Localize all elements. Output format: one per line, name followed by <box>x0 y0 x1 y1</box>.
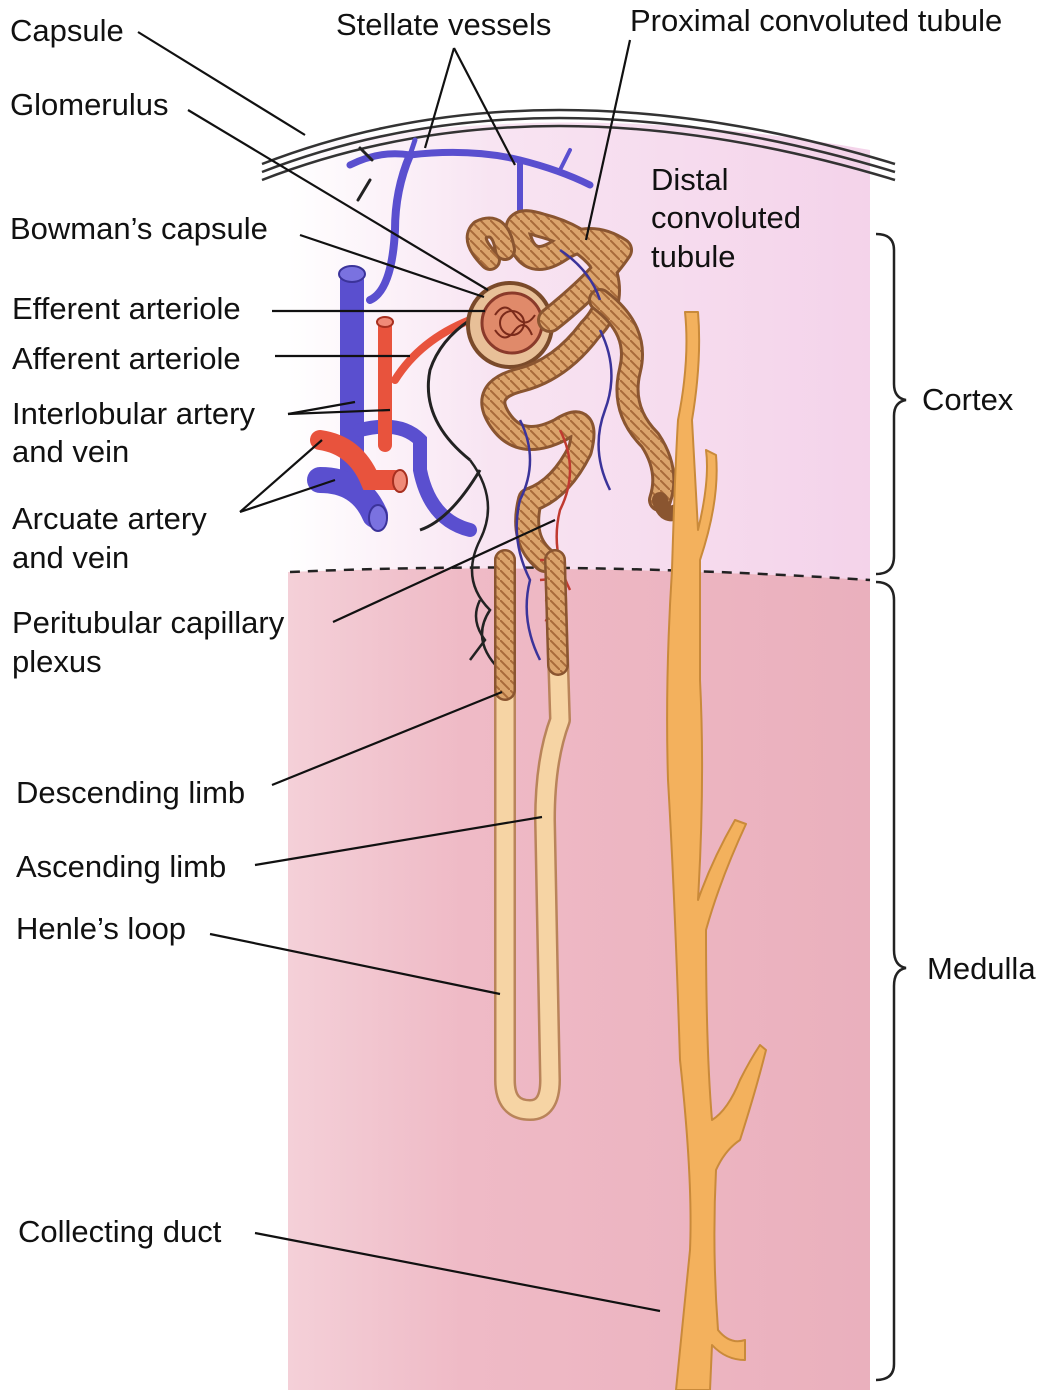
label-bowmans-capsule: Bowman’s capsule <box>10 210 268 248</box>
label-interlobular-line2: and vein <box>12 433 129 471</box>
arcuate-vein-opening <box>369 505 387 531</box>
label-glomerulus: Glomerulus <box>10 86 169 124</box>
label-distal-line1: Distal <box>651 161 729 199</box>
label-arcuate-line1: Arcuate artery <box>12 500 207 538</box>
label-medulla: Medulla <box>927 950 1036 988</box>
label-ascending-limb: Ascending limb <box>16 848 226 886</box>
label-distal-line2: convoluted <box>651 199 801 237</box>
medulla-region <box>288 568 870 1390</box>
label-descending-limb: Descending limb <box>16 774 245 812</box>
label-interlobular-line1: Interlobular artery <box>12 395 255 433</box>
glomerulus <box>482 293 542 353</box>
label-collecting-duct: Collecting duct <box>18 1213 221 1251</box>
label-proximal-convoluted-tubule: Proximal convoluted tubule <box>630 2 1002 40</box>
label-capsule: Capsule <box>10 12 124 50</box>
region-braces <box>876 234 906 1380</box>
label-stellate-vessels: Stellate vessels <box>336 6 551 44</box>
label-arcuate-line2: and vein <box>12 539 129 577</box>
label-peritubular-line1: Peritubular capillary <box>12 604 284 642</box>
label-henles-loop: Henle’s loop <box>16 910 186 948</box>
arcuate-artery-opening <box>393 470 407 492</box>
label-afferent-arteriole: Afferent arteriole <box>12 340 241 378</box>
label-cortex: Cortex <box>922 381 1013 419</box>
label-peritubular-line2: plexus <box>12 643 102 681</box>
artery-top-opening <box>377 317 393 327</box>
vein-top-opening <box>339 266 365 282</box>
label-distal-line3: tubule <box>651 238 735 276</box>
label-efferent-arteriole: Efferent arteriole <box>12 290 241 328</box>
